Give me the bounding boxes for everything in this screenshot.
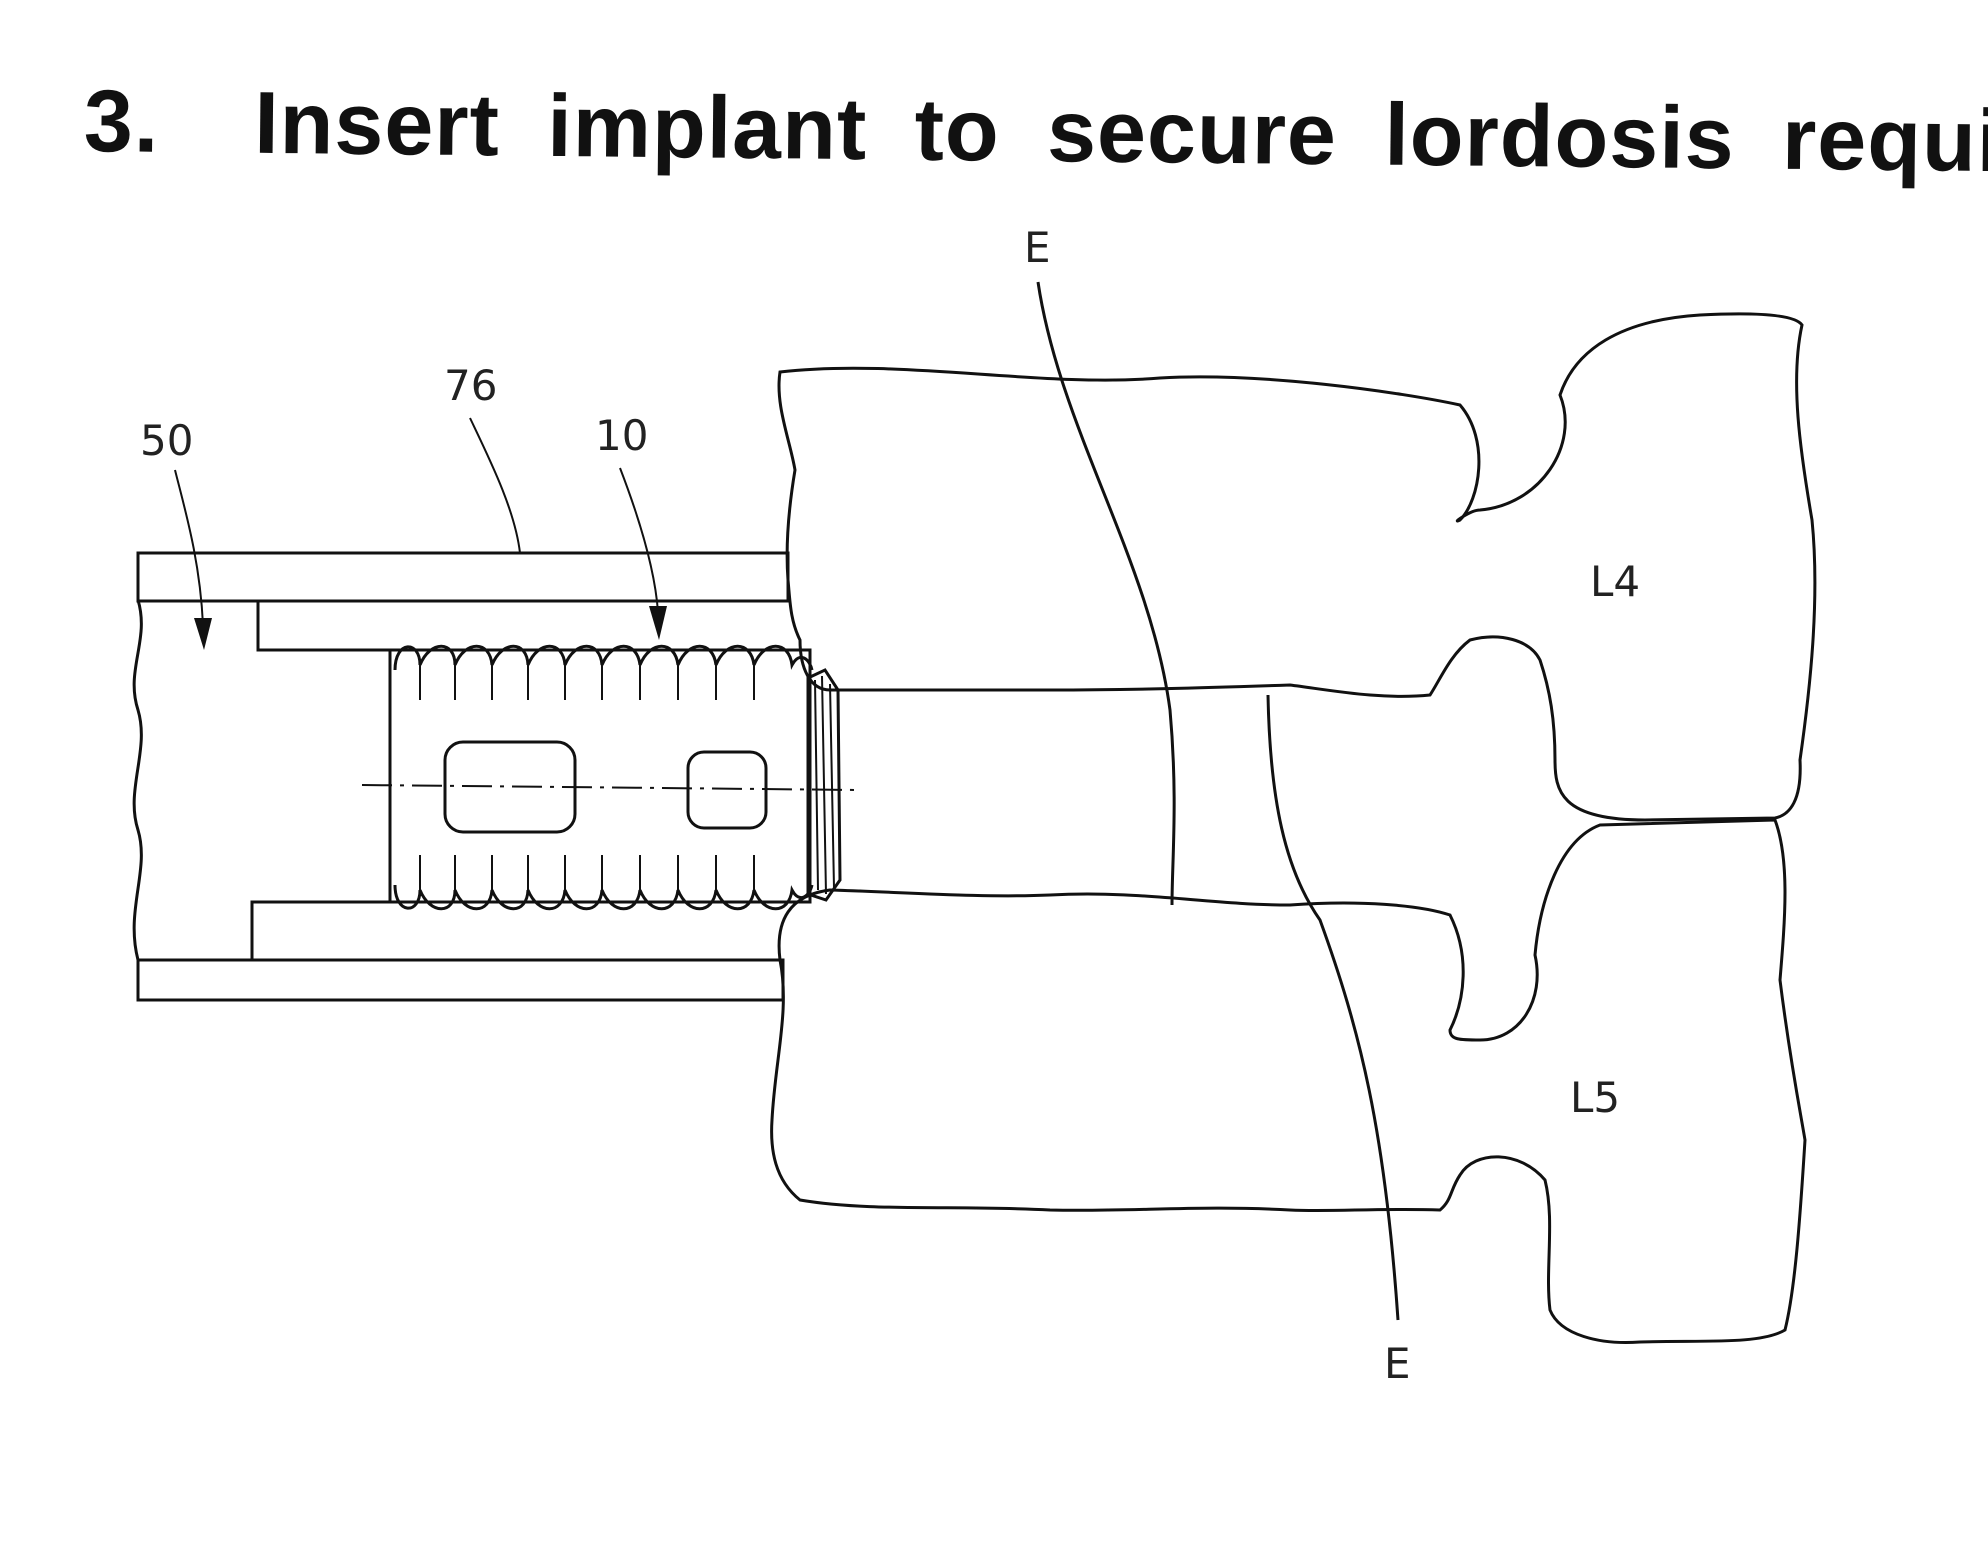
implant-center-axis	[362, 785, 860, 790]
label-l5: L5	[1570, 1073, 1620, 1122]
vertebra-l4	[779, 314, 1815, 820]
tube-wall-top	[138, 553, 788, 601]
tube-wall-bottom	[138, 960, 783, 1000]
instrument-driver	[252, 601, 392, 960]
leader-line-10	[620, 468, 658, 612]
vertebra-l5	[772, 820, 1805, 1343]
leader-line-76	[470, 418, 520, 553]
label-e-bottom: E	[1384, 1339, 1411, 1388]
implant-end-ridges	[815, 676, 834, 894]
implant-body	[390, 650, 810, 902]
implant-thread-roots-top	[420, 665, 754, 700]
label-76: 76	[444, 361, 497, 410]
label-l4: L4	[1590, 557, 1640, 606]
endplate-line-upper	[1038, 282, 1174, 905]
label-e-top: E	[1024, 223, 1051, 272]
label-50: 50	[140, 416, 193, 465]
tube-break-line	[134, 600, 141, 960]
arrow-head-10	[649, 606, 667, 640]
implant-thread-roots-bottom	[420, 855, 754, 890]
label-10: 10	[595, 411, 648, 460]
implant-threads-bottom	[395, 885, 812, 909]
implant-window-small	[688, 752, 766, 828]
endplate-line-lower	[1268, 695, 1398, 1320]
arrow-head-50	[194, 618, 212, 650]
